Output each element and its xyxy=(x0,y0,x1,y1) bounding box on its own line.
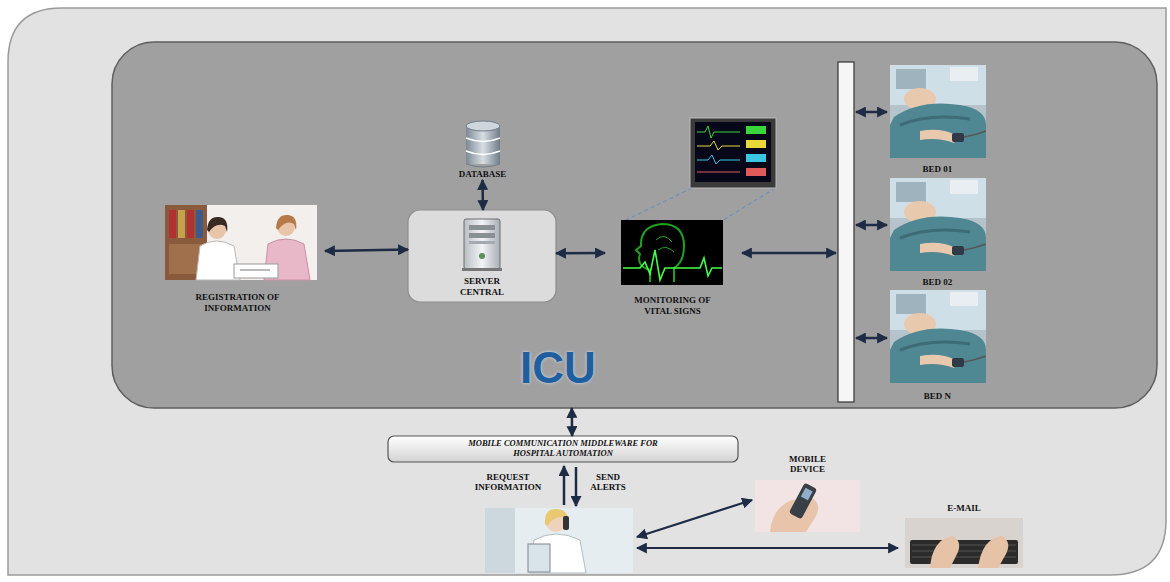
bed-photo: BED N xyxy=(885,288,990,402)
middleware-box: MOBILE COMMUNICATION MIDDLEWARE FOR HOSP… xyxy=(388,436,738,462)
node-text: MOBILE COMMUNICATION MIDDLEWARE FOR HOSP… xyxy=(463,439,663,459)
email-photo: E-MAIL xyxy=(900,501,1028,571)
server-box: SERVER CENTRAL xyxy=(408,210,556,302)
node-caption: SERVER CENTRAL xyxy=(452,276,512,297)
flow-label: SEND ALERTS xyxy=(582,472,634,493)
flow-label: REQUEST INFORMATION xyxy=(462,472,554,493)
flow-label-text: SEND ALERTS xyxy=(582,472,634,493)
node-caption: BED 01 xyxy=(923,164,953,174)
registration-photo: REGISTRATION OF INFORMATION xyxy=(150,205,325,317)
double-arrow xyxy=(556,252,605,255)
double-arrow xyxy=(571,408,574,436)
node-caption: BED 02 xyxy=(923,277,953,287)
double-arrow xyxy=(481,180,484,210)
node-caption: E-MAIL xyxy=(947,503,981,513)
flow-label-text: REQUEST INFORMATION xyxy=(462,472,554,493)
node-caption: DATABASE xyxy=(459,169,507,179)
icu-region: ICU DATABASE REGISTRATION OF INFORMATION SE… xyxy=(112,42,1157,408)
monitoring-image: MONITORING OF VITAL SIGNS xyxy=(605,218,740,318)
bed-photo: BED 01 xyxy=(885,63,990,175)
region-title: ICU xyxy=(520,346,596,390)
bed-photo: BED 02 xyxy=(885,176,990,288)
node-caption: REGISTRATION OF INFORMATION xyxy=(183,292,293,313)
node-caption: MONITORING OF VITAL SIGNS xyxy=(628,295,718,316)
database-icon: DATABASE xyxy=(440,118,525,180)
mobile-device-photo: MOBILE DEVICE xyxy=(750,452,865,534)
node-caption: BED N xyxy=(924,391,951,401)
double-arrow xyxy=(325,250,408,251)
node-caption: MOBILE DEVICE xyxy=(783,454,833,475)
